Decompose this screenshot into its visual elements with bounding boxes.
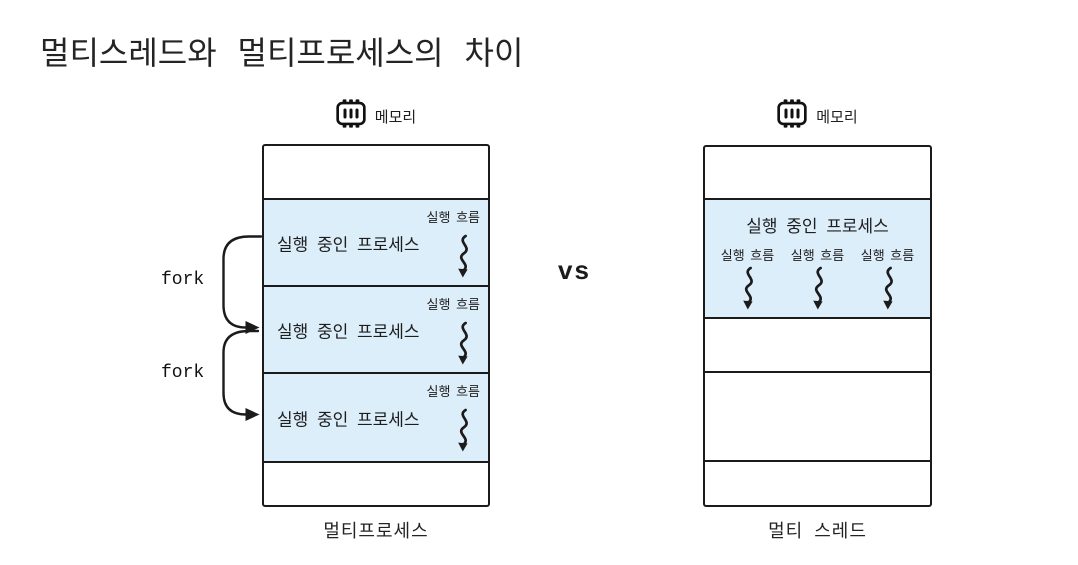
process-section-3: 실행 흐름 실행 중인 프로세스 — [264, 372, 488, 461]
thread-flows: 실행 흐름 실행 흐름 — [705, 245, 930, 315]
thread-flow-2: 실행 흐름 — [786, 245, 850, 315]
process-section-2: 실행 흐름 실행 중인 프로세스 — [264, 285, 488, 372]
memory-empty-section — [705, 317, 930, 371]
process-label: 실행 중인 프로세스 — [277, 410, 420, 429]
memory-label: 메모리 — [374, 108, 417, 126]
process-label: 실행 중인 프로세스 — [277, 235, 420, 254]
memory-box-multiprocess: 실행 흐름 실행 중인 프로세스 실행 흐름 실행 중인 프로세스 실행 흐름 — [262, 144, 490, 507]
fork-label-1: fork — [161, 270, 205, 290]
flow-label: 실행 흐름 — [426, 210, 480, 225]
flow-label: 실행 흐름 — [860, 248, 915, 263]
page-title: 멀티스레드와 멀티프로세스의 차이 — [40, 35, 524, 71]
execution-flow-arrow-icon — [453, 234, 473, 278]
memory-empty-section — [264, 146, 488, 198]
memory-box-multithread: 실행 중인 프로세스 실행 흐름 실행 흐름 — [703, 145, 932, 507]
caption-multithread: 멀티 스레드 — [768, 521, 867, 541]
flow-label: 실행 흐름 — [426, 297, 480, 312]
memory-chip-icon — [336, 99, 366, 133]
thread-flow-1: 실행 흐름 — [716, 245, 780, 315]
process-section: 실행 중인 프로세스 실행 흐름 실행 흐름 — [705, 198, 930, 317]
execution-flow-arrow-icon — [808, 266, 828, 315]
caption-multiprocess: 멀티프로세스 — [323, 521, 429, 541]
memory-empty-section — [705, 371, 930, 460]
process-label: 실행 중인 프로세스 — [746, 217, 889, 236]
fork-label-2: fork — [161, 363, 205, 383]
memory-chip-icon — [777, 99, 807, 133]
process-section-1: 실행 흐름 실행 중인 프로세스 — [264, 198, 488, 285]
execution-flow-arrow-icon — [453, 321, 473, 365]
flow-label: 실행 흐름 — [426, 384, 480, 399]
memory-header-multiprocess: 메모리 — [262, 99, 490, 133]
execution-flow-arrow-icon — [738, 266, 758, 315]
execution-flow-arrow-icon — [453, 408, 473, 452]
execution-flow-arrow-icon — [878, 266, 898, 315]
process-label: 실행 중인 프로세스 — [277, 322, 420, 341]
flow-label: 실행 흐름 — [790, 248, 845, 263]
thread-flow-3: 실행 흐름 — [856, 245, 920, 315]
memory-label: 메모리 — [816, 108, 858, 126]
memory-header-multithread: 메모리 — [703, 99, 932, 133]
memory-empty-section — [705, 460, 930, 505]
memory-empty-section — [705, 147, 930, 198]
versus-label: vs — [558, 255, 591, 285]
flow-label: 실행 흐름 — [720, 248, 775, 263]
memory-empty-section — [264, 461, 488, 505]
